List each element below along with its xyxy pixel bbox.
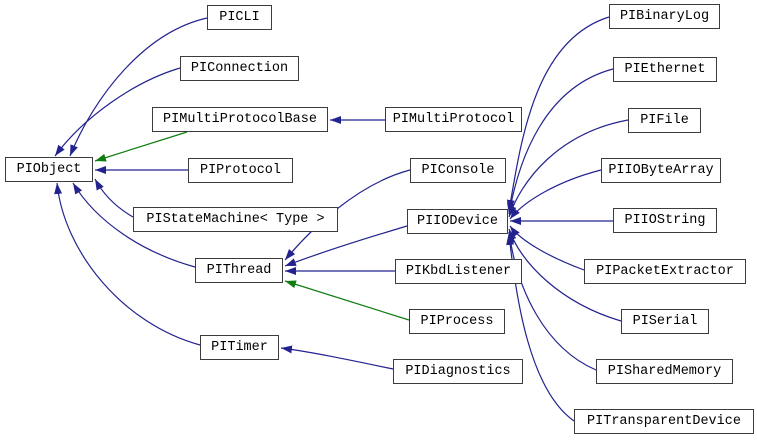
- inheritance-edge-picli-to-piobject: [69, 17, 208, 157]
- class-node-label: PIStateMachine< Type >: [146, 211, 325, 227]
- inheritance-edge-piethernet-to-piiodevice: [506, 68, 614, 215]
- inheritance-edge-piconnection-to-piobject: [54, 67, 181, 157]
- class-node-piprotocol[interactable]: PIProtocol: [188, 158, 293, 183]
- class-node-pidiagnostics[interactable]: PIDiagnostics: [393, 359, 523, 384]
- class-node-label: PISerial: [632, 313, 698, 329]
- class-node-label: PIConnection: [190, 60, 289, 76]
- class-node-pimultiprotocol[interactable]: PIMultiProtocol: [385, 107, 522, 132]
- class-node-label: PITransparentDevice: [587, 413, 741, 429]
- class-node-label: PIBinaryLog: [619, 8, 710, 24]
- class-node-label: PICLI: [219, 9, 260, 25]
- class-node-piconnection[interactable]: PIConnection: [180, 56, 299, 81]
- class-node-label: PIIOByteArray: [608, 162, 714, 178]
- inheritance-edge-pisharedmemory-to-piiodevice: [506, 231, 597, 371]
- class-node-piobject[interactable]: PIObject: [5, 157, 93, 182]
- class-node-label: PIIODevice: [416, 213, 498, 229]
- class-node-piethernet[interactable]: PIEthernet: [613, 57, 717, 82]
- class-node-label: PIThread: [206, 262, 272, 278]
- class-node-label: PIProcess: [420, 313, 494, 329]
- class-node-label: PIMultiProtocol: [392, 111, 515, 127]
- class-node-piiodevice[interactable]: PIIODevice: [407, 209, 508, 234]
- class-node-label: PIConsole: [421, 162, 495, 178]
- inheritance-edge-pimultiprotocolbase-to-piobject: [94, 131, 188, 162]
- class-node-pitransparentdevice[interactable]: PITransparentDevice: [574, 409, 754, 434]
- class-node-pipacketextractor[interactable]: PIPacketExtractor: [584, 259, 746, 284]
- class-node-label: PIPacketExtractor: [596, 263, 734, 279]
- class-node-label: PIIOString: [624, 212, 706, 228]
- class-node-label: PIDiagnostics: [405, 363, 511, 379]
- class-node-pifile[interactable]: PIFile: [628, 108, 701, 133]
- class-node-pibinarylog[interactable]: PIBinaryLog: [609, 4, 720, 29]
- inheritance-edge-pitimer-to-piobject: [54, 182, 201, 346]
- class-node-pimultiprotocolbase[interactable]: PIMultiProtocolBase: [152, 107, 328, 132]
- inheritance-edge-piprocess-to-pithread: [284, 280, 410, 321]
- class-node-piiostring[interactable]: PIIOString: [613, 208, 717, 233]
- class-node-pitimer[interactable]: PITimer: [200, 335, 279, 360]
- inheritance-edge-pidiagnostics-to-pitimer: [280, 345, 394, 370]
- inheritance-edge-pistatemachine-to-piobject: [94, 178, 134, 218]
- inheritance-edge-pithread-to-piobject: [72, 182, 196, 268]
- inheritance-edge-pibinarylog-to-piiodevice: [506, 16, 610, 212]
- inheritance-edge-piiobytearray-to-piiodevice: [509, 169, 602, 220]
- class-node-pistatemachine[interactable]: PIStateMachine< Type >: [133, 207, 338, 232]
- class-node-pithread[interactable]: PIThread: [195, 258, 283, 283]
- class-node-piconsole[interactable]: PIConsole: [410, 158, 506, 183]
- inheritance-edge-piiodevice-to-pithread: [284, 225, 408, 267]
- class-node-label: PITimer: [211, 339, 268, 355]
- class-node-picli[interactable]: PICLI: [207, 5, 272, 30]
- class-node-label: PIMultiProtocolBase: [163, 111, 317, 127]
- class-node-label: PIEthernet: [624, 61, 706, 77]
- class-node-label: PIProtocol: [199, 162, 281, 178]
- class-node-label: PIFile: [640, 112, 689, 128]
- class-node-piserial[interactable]: PISerial: [621, 309, 709, 334]
- class-node-piiobytearray[interactable]: PIIOByteArray: [601, 158, 721, 183]
- class-node-label: PISharedMemory: [607, 363, 722, 379]
- class-node-label: PIKbdListener: [405, 263, 512, 279]
- class-node-label: PIObject: [16, 161, 82, 177]
- class-node-pikbdlistener[interactable]: PIKbdListener: [395, 259, 522, 284]
- class-node-piprocess[interactable]: PIProcess: [409, 309, 505, 334]
- class-node-pisharedmemory[interactable]: PISharedMemory: [596, 359, 733, 384]
- inheritance-edge-pifile-to-piiodevice: [508, 119, 629, 218]
